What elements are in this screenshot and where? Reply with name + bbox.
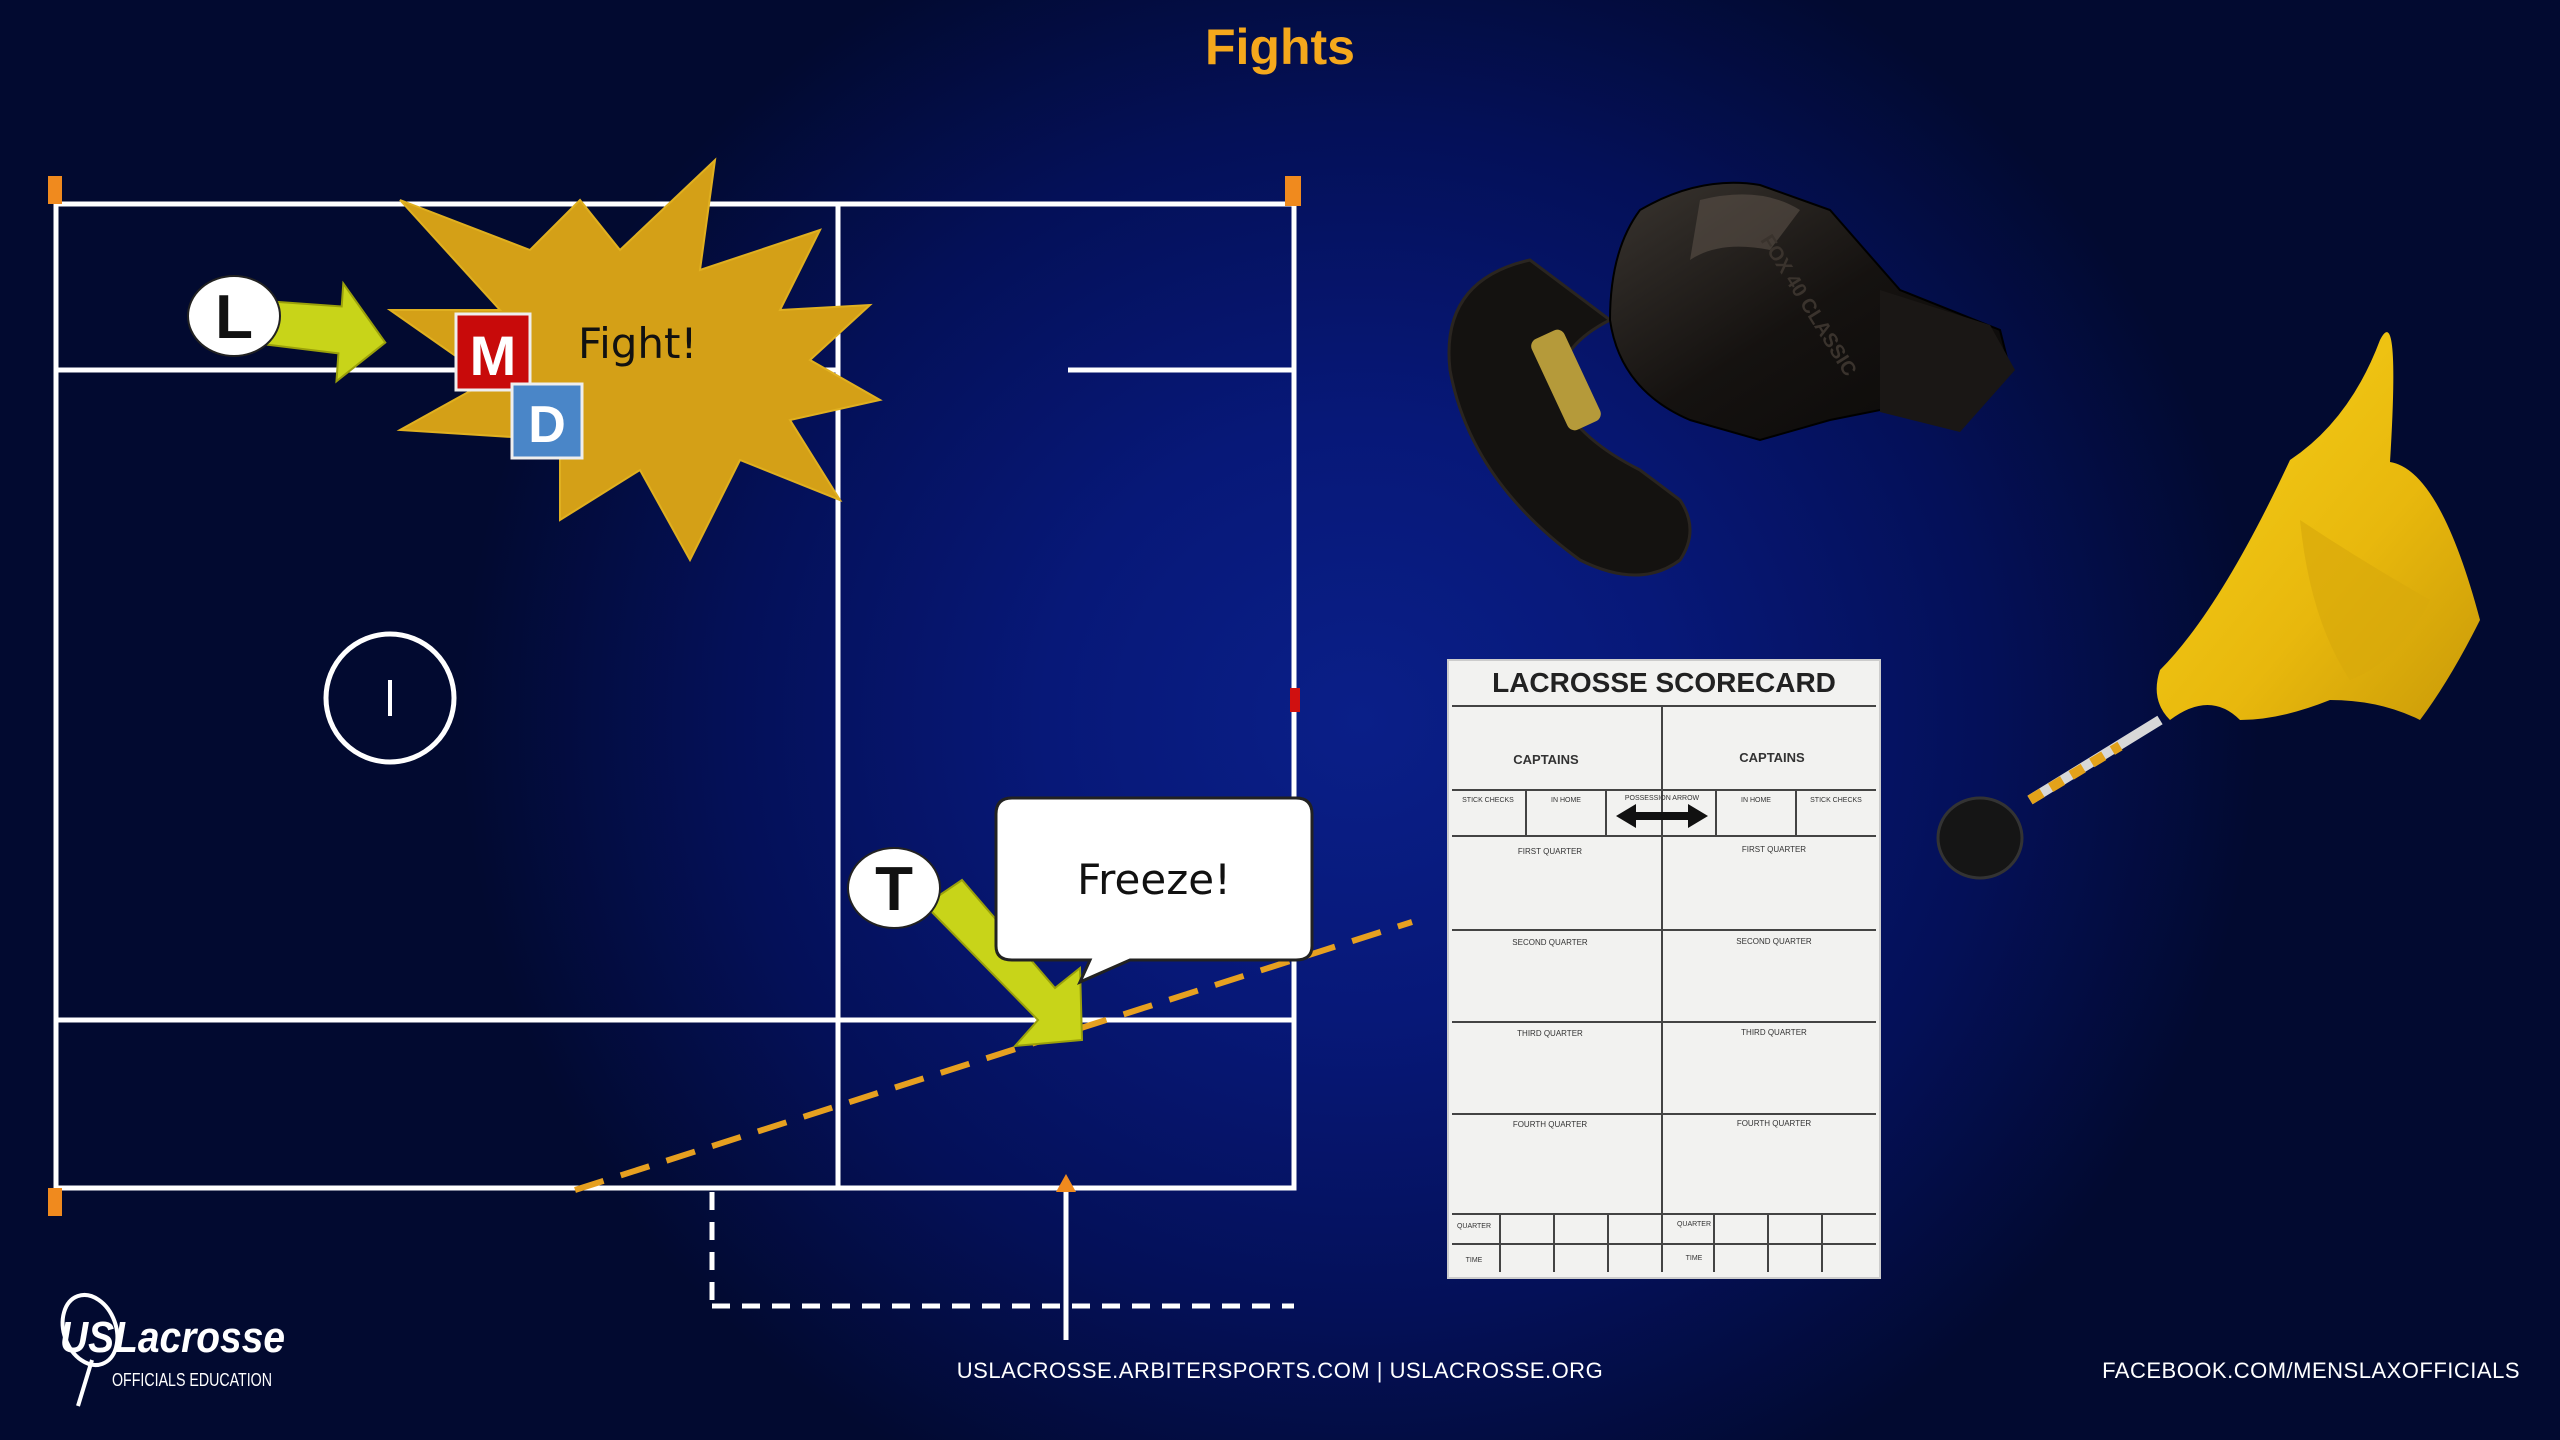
col-stick-checks-left: STICK CHECKS (1462, 797, 1514, 804)
official-l: L (188, 276, 280, 356)
flag-cloth (2157, 332, 2480, 720)
logo-main-text: USLacrosse (60, 1313, 285, 1362)
q1-left: FIRST QUARTER (1518, 847, 1582, 856)
player-d: D (512, 384, 582, 458)
flag-weight (1938, 798, 2022, 878)
player-m: M (456, 314, 530, 390)
q2-right: SECOND QUARTER (1736, 937, 1812, 946)
corner-marker-bl (48, 1188, 62, 1216)
official-t-label: T (875, 855, 913, 924)
q4-right: FOURTH QUARTER (1737, 1119, 1812, 1128)
bottom-quarter-right: QUARTER (1677, 1221, 1711, 1228)
captains-left: CAPTAINS (1513, 752, 1579, 767)
footer-facebook: FACEBOOK.COM/MENSLAXOFFICIALS (2102, 1358, 2520, 1384)
whistle-icon: FOX 40 CLASSIC (1449, 183, 2015, 575)
fight-label: Fight! (578, 319, 697, 368)
corner-marker-tr (1285, 176, 1301, 206)
center-marker-bottom (1056, 1174, 1076, 1192)
q2-left: SECOND QUARTER (1512, 938, 1588, 947)
col-stick-checks-right: STICK CHECKS (1810, 797, 1862, 804)
freeze-label: Freeze! (1077, 855, 1231, 904)
col-in-home-right: IN HOME (1741, 797, 1771, 804)
official-l-label: L (215, 283, 253, 352)
col-possession-arrow: POSSESSION ARROW (1625, 795, 1700, 802)
scorecard-title: LACROSSE SCORECARD (1492, 667, 1836, 698)
player-m-label: M (470, 324, 517, 387)
freeze-bubble: Freeze! (996, 798, 1312, 982)
q4-left: FOURTH QUARTER (1513, 1120, 1588, 1129)
q3-left: THIRD QUARTER (1517, 1029, 1583, 1038)
q1-right: FIRST QUARTER (1742, 845, 1806, 854)
bottom-time-right: TIME (1686, 1255, 1703, 1262)
corner-marker-tl (48, 176, 62, 204)
penalty-flag-icon (1938, 332, 2480, 878)
q3-right: THIRD QUARTER (1741, 1028, 1807, 1037)
scorecard: LACROSSE SCORECARD CAPTAINS CAPTAINS STI… (1448, 660, 1880, 1278)
bottom-time-left: TIME (1466, 1257, 1483, 1264)
bottom-quarter-left: QUARTER (1457, 1223, 1491, 1230)
captains-right: CAPTAINS (1739, 750, 1805, 765)
col-in-home-left: IN HOME (1551, 797, 1581, 804)
midfield-marker-red (1290, 688, 1300, 712)
us-lacrosse-logo: USLacrosse OFFICIALS EDUCATION (30, 1290, 290, 1410)
player-d-label: D (528, 396, 566, 454)
official-t: T (848, 848, 940, 928)
